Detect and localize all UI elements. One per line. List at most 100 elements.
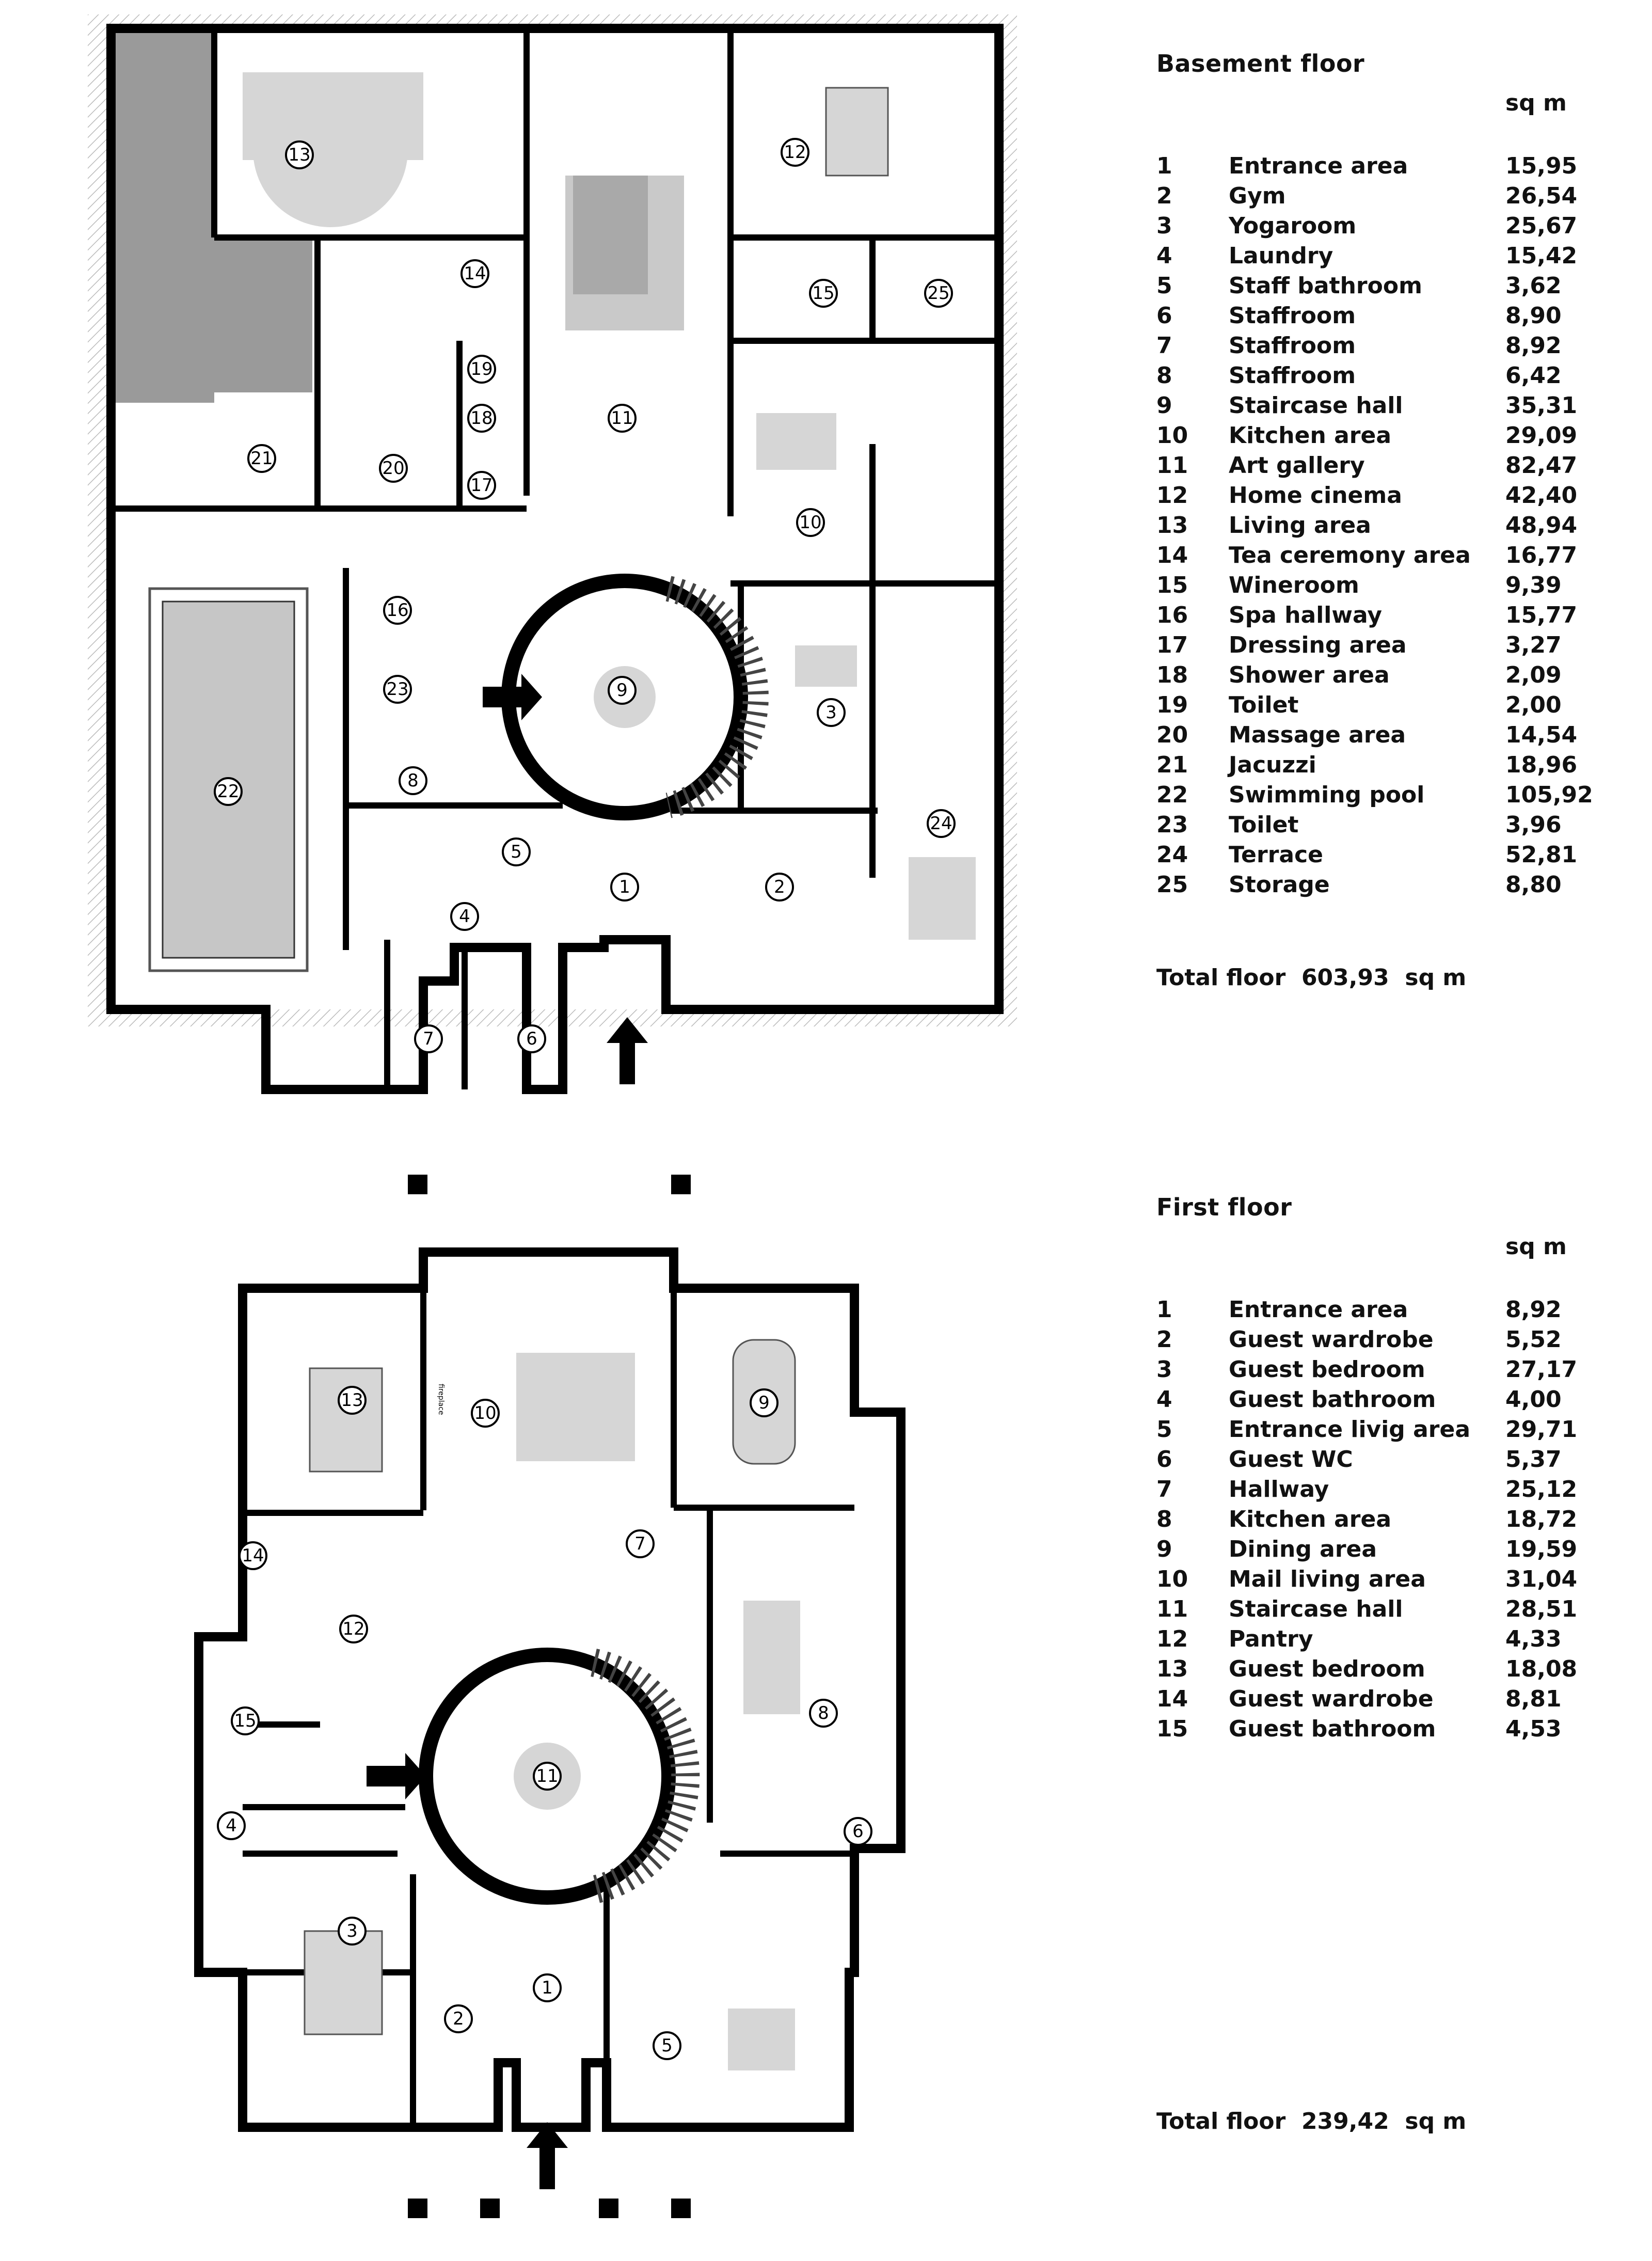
room-name: Kitchen area <box>1229 1506 1392 1532</box>
basement-label-4: 4 <box>450 902 479 931</box>
room-number: 5 <box>1156 1416 1172 1443</box>
svg-text:11: 11 <box>536 1766 558 1786</box>
basement-label-11: 11 <box>608 404 637 433</box>
room-area: 4,00 <box>1505 1386 1562 1413</box>
svg-text:25: 25 <box>927 283 949 304</box>
first-label-7: 7 <box>626 1529 655 1558</box>
svg-text:20: 20 <box>382 458 404 479</box>
svg-text:14: 14 <box>242 1545 264 1566</box>
basement-label-22: 22 <box>214 777 243 806</box>
first-label-14: 14 <box>239 1541 267 1570</box>
pool-frame <box>148 587 309 972</box>
room-area: 18,08 <box>1505 1656 1578 1682</box>
room-name: Mail living area <box>1229 1566 1426 1592</box>
room-name: Staffroom <box>1229 333 1356 359</box>
room-area: 8,90 <box>1505 303 1562 329</box>
room-number: 6 <box>1156 303 1172 329</box>
yoga-mat <box>795 645 857 687</box>
room-number: 10 <box>1156 422 1188 449</box>
room-number: 23 <box>1156 812 1188 838</box>
room-name: Guest wardrobe <box>1229 1686 1434 1712</box>
portico-columns <box>408 1175 691 2218</box>
room-number: 7 <box>1156 333 1172 359</box>
first-label-12: 12 <box>339 1615 368 1643</box>
room-area: 4,53 <box>1505 1716 1562 1742</box>
room-number: 14 <box>1156 1686 1188 1712</box>
room-name: Guest bedroom <box>1229 1356 1425 1383</box>
room-area: 42,40 <box>1505 482 1578 509</box>
living-sofa-zone <box>243 72 423 160</box>
room-name: Guest bathroom <box>1229 1716 1436 1742</box>
svg-text:1: 1 <box>619 877 630 897</box>
svg-text:15: 15 <box>234 1711 256 1731</box>
first-spiral-stair <box>591 1649 700 1904</box>
room-number: 1 <box>1156 1296 1172 1323</box>
first-label-4: 4 <box>217 1811 246 1840</box>
first-label-1: 1 <box>533 1973 562 2002</box>
first-total-label: Total floor <box>1156 2108 1286 2134</box>
first-room-labels: 1 2 3 4 5 6 7 8 9 10 11 12 13 14 15 <box>217 1386 872 2060</box>
first-label-5: 5 <box>653 2031 681 2060</box>
room-name: Guest bedroom <box>1229 1656 1425 1682</box>
room-area: 18,72 <box>1505 1506 1578 1532</box>
room-area: 2,09 <box>1505 662 1562 688</box>
svg-text:3: 3 <box>346 1921 358 1941</box>
basement-label-8: 8 <box>399 766 427 795</box>
room-number: 3 <box>1156 1356 1172 1383</box>
basement-label-5: 5 <box>502 837 531 866</box>
room-area: 14,54 <box>1505 722 1578 748</box>
first-outer-wall <box>194 1247 906 2132</box>
basement-label-18: 18 <box>467 404 496 433</box>
room-area: 16,77 <box>1505 542 1578 568</box>
room-name: Toilet <box>1229 812 1299 838</box>
first-total: Total floor 239,42 sq m <box>1156 2108 1466 2134</box>
first-label-2: 2 <box>444 2004 473 2033</box>
svg-text:9: 9 <box>758 1393 770 1413</box>
room-number: 11 <box>1156 1596 1188 1622</box>
first-total-unit: sq m <box>1405 2108 1467 2134</box>
basement-total-label: Total floor <box>1156 965 1286 991</box>
room-number: 13 <box>1156 512 1188 539</box>
room-name: Shower area <box>1229 662 1390 688</box>
garden-area-2 <box>214 238 312 392</box>
gallery-sculpture <box>573 176 648 294</box>
basement-outer-wall <box>106 24 1004 1094</box>
room-name: Wineroom <box>1229 572 1359 598</box>
first-label-9: 9 <box>750 1388 779 1417</box>
first-stair-arrow-icon <box>367 1753 426 1799</box>
svg-text:16: 16 <box>386 600 408 621</box>
room-area: 29,09 <box>1505 422 1578 449</box>
first-plan-drawing: fireplace 1 2 3 4 5 6 7 8 9 10 11 12 13 … <box>194 1175 906 2218</box>
basement-interior-walls <box>114 31 999 1089</box>
room-name: Spa hallway <box>1229 602 1383 628</box>
room-name: Terrace <box>1229 842 1324 868</box>
svg-text:21: 21 <box>250 448 273 469</box>
room-area: 8,81 <box>1505 1686 1562 1712</box>
room-area: 4,33 <box>1505 1626 1562 1652</box>
room-area: 9,39 <box>1505 572 1562 598</box>
room-number: 2 <box>1156 183 1172 209</box>
cinema-seating <box>825 87 889 177</box>
basement-plan-drawing: 1 2 3 4 5 6 7 8 9 10 11 12 13 14 15 16 1… <box>88 14 1017 1094</box>
basement-unit-header: sq m <box>1505 90 1567 116</box>
svg-text:7: 7 <box>423 1029 434 1049</box>
room-area: 15,77 <box>1505 602 1578 628</box>
room-name: Guest bathroom <box>1229 1386 1436 1413</box>
basement-legend-title: Basement floor <box>1156 50 1365 77</box>
svg-text:1: 1 <box>542 1978 553 1998</box>
basement-label-10: 10 <box>796 508 825 537</box>
living-sofa <box>516 1353 635 1461</box>
svg-text:4: 4 <box>459 906 470 927</box>
room-number: 12 <box>1156 482 1188 509</box>
